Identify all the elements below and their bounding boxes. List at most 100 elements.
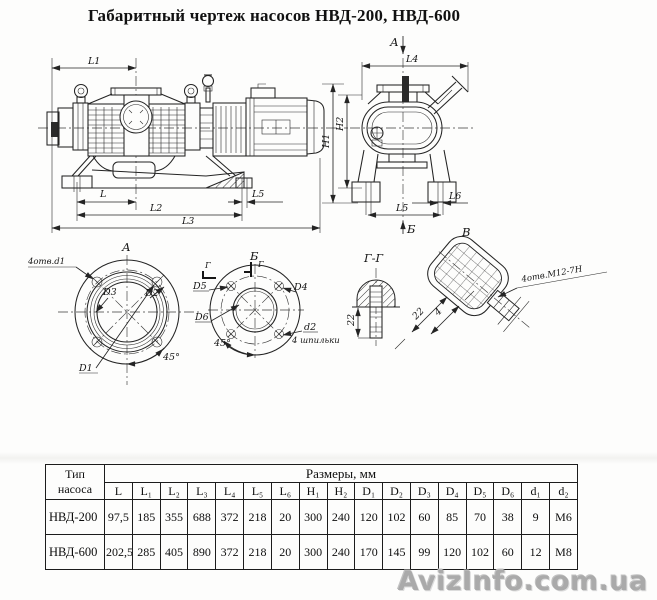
dimension-value-cell: 99: [409, 534, 439, 570]
dimension-value-cell: 102: [465, 534, 495, 570]
dimension-value-cell: 300: [298, 499, 328, 535]
dimension-value-cell: М6: [549, 499, 578, 535]
table-column-header: L₅: [243, 482, 272, 500]
side-view-drawing: L1 L L2 L3 L5 H1 H2: [38, 56, 362, 233]
dimension-value-cell: 12: [521, 534, 550, 570]
section-mark-g-right: Г: [257, 260, 264, 270]
dim-label-d4: D4: [293, 282, 308, 293]
table-column-header: D₅: [465, 482, 495, 500]
dim-label-l4: L4: [405, 54, 418, 65]
dim-label-d3: D3: [102, 287, 117, 298]
table-type-header: Тип насоса: [45, 464, 105, 500]
dimension-value-cell: 102: [382, 499, 411, 535]
label-4-holes-d1: 4отв.d1: [27, 257, 65, 267]
dimension-value-cell: 240: [326, 499, 356, 535]
section-gg-title: Г-Г: [363, 251, 384, 265]
dimension-value-cell: 120: [437, 534, 467, 570]
angle-label-b: 45°: [213, 338, 231, 349]
dimension-value-cell: 20: [270, 534, 300, 570]
technical-drawing: L1 L L2 L3 L5 H1 H2 А L4: [27, 35, 608, 385]
dimension-value-cell: 85: [437, 499, 467, 535]
table-column-header: D₂: [382, 482, 411, 500]
scan-smudge: [0, 452, 657, 464]
section-marker-b: Б: [406, 222, 416, 236]
dim-label-l1: L1: [87, 56, 100, 67]
dim-label-d6: D6: [194, 312, 209, 323]
dimension-value-cell: 300: [298, 534, 328, 570]
table-column-header: L₃: [187, 482, 217, 500]
dimension-value-cell: 60: [409, 499, 439, 535]
dimension-value-cell: 285: [131, 534, 161, 570]
dim-label-l5-side: L5: [251, 189, 264, 200]
dimension-value-cell: 405: [159, 534, 189, 570]
view-v-drawing: В 4отв.М12-7Н 22 4: [394, 225, 608, 350]
dim-label-l2: L2: [149, 203, 162, 214]
dimension-value-cell: 185: [131, 499, 161, 535]
dim-label-d1: D1: [78, 363, 93, 374]
dimension-value-cell: 890: [187, 534, 217, 570]
table-group-header: Размеры, мм: [104, 464, 578, 483]
dimension-value-cell: 70: [465, 499, 495, 535]
view-a-title: А: [121, 240, 131, 254]
angle-label-a: 45°: [162, 352, 180, 363]
section-mark-g-left: Г: [204, 261, 211, 271]
dim-label-d5: D5: [192, 281, 207, 292]
dimension-value-cell: 170: [354, 534, 384, 570]
dimension-value-cell: 372: [215, 499, 245, 535]
dimension-value-cell: 145: [382, 534, 411, 570]
dim-label-l6: L6: [448, 191, 461, 202]
table-column-header: H₁: [298, 482, 328, 500]
table-column-header: D₆: [493, 482, 523, 500]
dimension-value-cell: 97,5: [104, 499, 133, 535]
page-title: Габаритный чертеж насосов НВД-200, НВД-6…: [88, 6, 461, 25]
table-column-header: d₁: [521, 482, 550, 500]
dimension-value-cell: 218: [243, 534, 272, 570]
flange-view-a: А 4отв.d1 D3 D2 D1 45°: [27, 240, 200, 385]
table-column-header: L₁: [131, 482, 161, 500]
dimension-value-cell: 218: [243, 499, 272, 535]
dimension-value-cell: 38: [493, 499, 523, 535]
table-column-header: d₂: [549, 482, 578, 500]
dim-label-l: L: [99, 189, 106, 200]
dimension-value-cell: 120: [354, 499, 384, 535]
watermark: AvizInfo.com.ua: [397, 566, 648, 597]
table-column-header: D₁: [354, 482, 384, 500]
view-b-title: Б: [249, 249, 259, 263]
flange-view-b: Б Г Г D5 D4 D6 45° d2 4 шпильки: [192, 249, 340, 358]
section-gg-drawing: Г-Г 22: [346, 251, 400, 346]
dim-label-4-v: 4: [432, 306, 445, 319]
dimension-value-cell: 202,5: [104, 534, 133, 570]
dim-label-h2: H2: [335, 117, 346, 132]
view-v-title: В: [461, 225, 470, 239]
end-view-drawing: А L4 L5 L6: [350, 35, 474, 236]
table-column-header: D₃: [409, 482, 439, 500]
dimension-value-cell: 372: [215, 534, 245, 570]
pump-type-cell: НВД-200: [45, 499, 105, 535]
dim-label-d2-studs: d2: [304, 322, 316, 333]
dimension-value-cell: М8: [549, 534, 578, 570]
dimension-value-cell: 240: [326, 534, 356, 570]
dim-label-22-gg: 22: [346, 314, 357, 327]
dimension-value-cell: 20: [270, 499, 300, 535]
dim-label-l5-end: L5: [395, 203, 408, 214]
dimension-value-cell: 355: [159, 499, 189, 535]
dimension-value-cell: 688: [187, 499, 217, 535]
dimension-value-cell: 60: [493, 534, 523, 570]
dim-label-h1: H1: [321, 134, 332, 149]
pump-type-cell: НВД-600: [45, 534, 105, 570]
label-4-studs: 4 шпильки: [291, 336, 340, 346]
table-column-header: L: [104, 482, 133, 500]
dimension-value-cell: 9: [521, 499, 550, 535]
table-column-header: H₂: [326, 482, 356, 500]
dim-label-l3: L3: [181, 216, 194, 227]
table-column-header: L₄: [215, 482, 245, 500]
section-marker-a: А: [389, 35, 399, 49]
table-column-header: L₆: [270, 482, 300, 500]
table-column-header: L₂: [159, 482, 189, 500]
dim-label-d2-flange-a: D2: [144, 288, 159, 299]
table-column-header: D₄: [437, 482, 467, 500]
